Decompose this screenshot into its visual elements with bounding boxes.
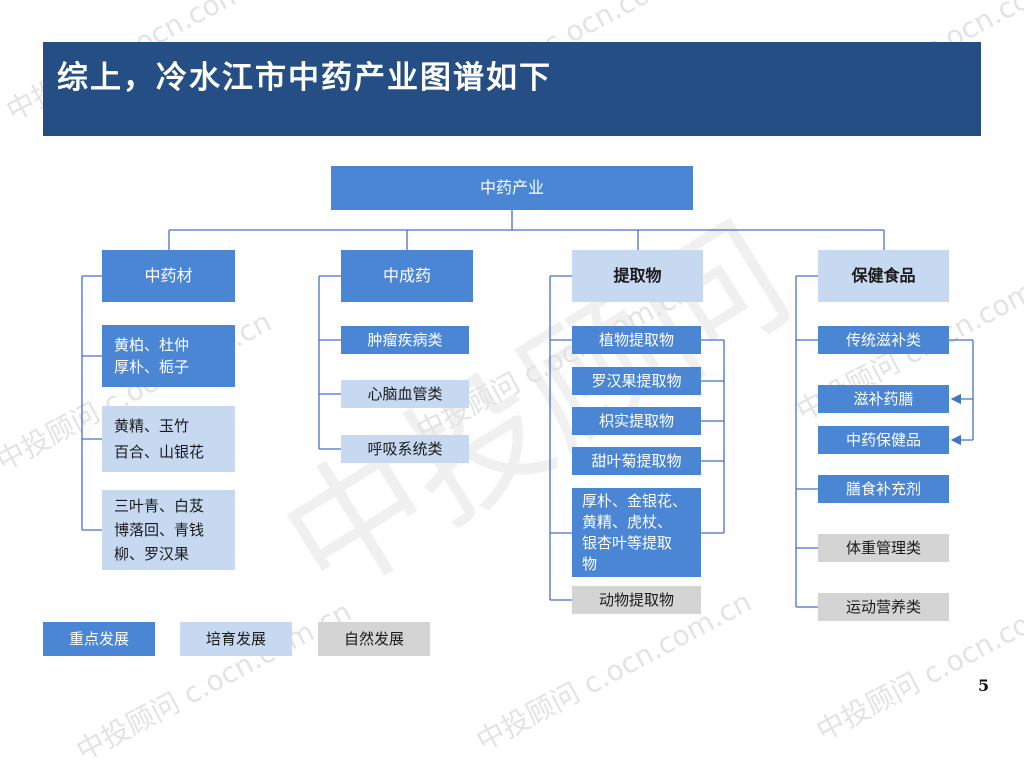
- category-health-food: 保健食品: [818, 250, 949, 302]
- health-food-item: 膳食补充剂: [818, 475, 949, 503]
- extract-item: 枳实提取物: [572, 407, 701, 435]
- extract-item: 动物提取物: [572, 586, 701, 614]
- extract-item: 甜叶菊提取物: [572, 447, 701, 475]
- page-title: 综上，冷水江市中药产业图谱如下: [57, 60, 552, 96]
- herb-item: 三叶青、白芨 博落回、青钱 柳、罗汉果: [102, 490, 235, 570]
- category-herbs: 中药材: [102, 250, 235, 302]
- extract-item: 植物提取物: [572, 326, 701, 354]
- category-extracts: 提取物: [572, 250, 703, 302]
- legend-key-development: 重点发展: [43, 622, 155, 656]
- health-food-item: 体重管理类: [818, 534, 949, 562]
- category-patent-medicine: 中成药: [341, 250, 473, 302]
- connector-lines: [81, 210, 974, 608]
- legend-natural-development: 自然发展: [318, 622, 430, 656]
- herb-item: 黄精、玉竹 百合、山银花: [102, 406, 235, 472]
- health-food-item: 滋补药膳: [818, 385, 949, 413]
- page-number: 5: [978, 676, 990, 695]
- patent-medicine-item: 心脑血管类: [341, 380, 469, 408]
- root-node: 中药产业: [331, 166, 693, 210]
- legend-nurture-development: 培育发展: [180, 622, 292, 656]
- extract-item: 罗汉果提取物: [572, 367, 701, 395]
- health-food-item: 传统滋补类: [818, 326, 949, 354]
- title-banner: 综上，冷水江市中药产业图谱如下: [43, 42, 981, 136]
- health-food-item: 中药保健品: [818, 426, 949, 454]
- health-food-item: 运动营养类: [818, 593, 949, 621]
- extract-item: 厚朴、金银花、 黄精、虎杖、 银杏叶等提取 物: [572, 488, 701, 577]
- patent-medicine-item: 肿瘤疾病类: [341, 326, 469, 354]
- herb-item: 黄柏、杜仲 厚朴、栀子: [102, 325, 235, 387]
- patent-medicine-item: 呼吸系统类: [341, 435, 469, 463]
